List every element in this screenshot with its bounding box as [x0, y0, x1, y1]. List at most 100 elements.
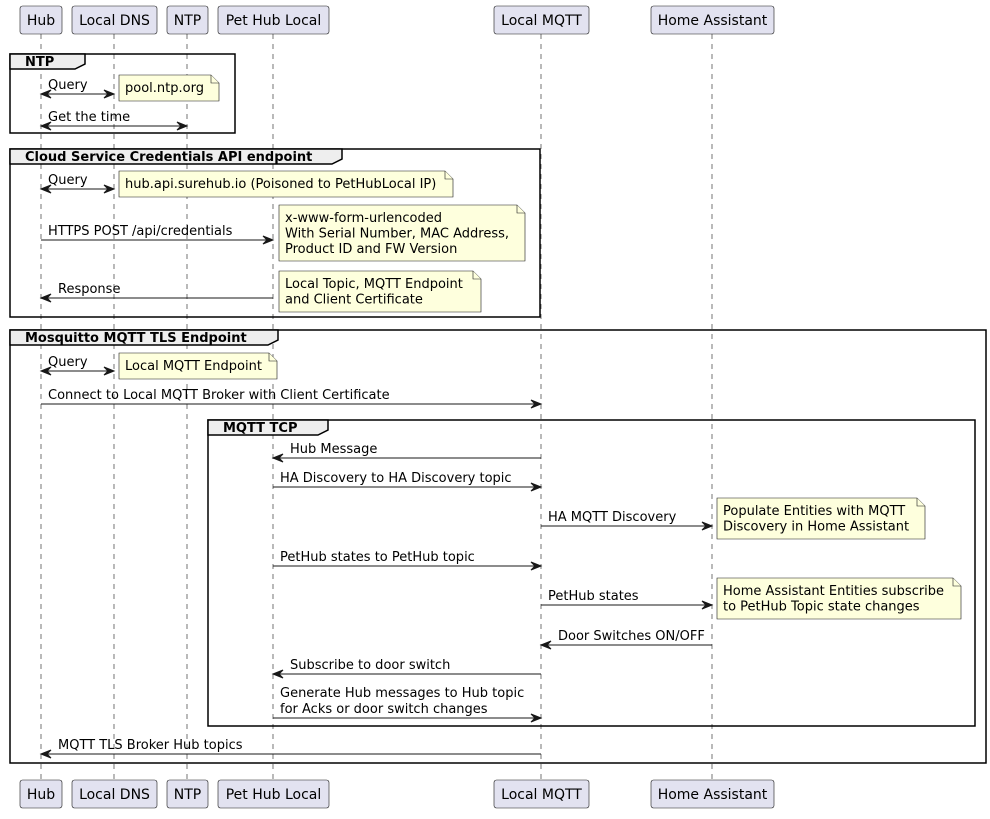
note: hub.api.surehub.io (Poisoned to PetHubLo… [118, 170, 454, 198]
note: pool.ntp.org [118, 74, 220, 102]
group-mqtt-tcp-group: MQTT TCP [207, 419, 976, 727]
message: PetHub states to PetHub topic [273, 550, 543, 571]
note-body [278, 204, 526, 262]
message: Door Switches ON/OFF [539, 629, 712, 650]
message-label: Query [48, 355, 88, 370]
note-body [118, 170, 454, 198]
participant-hub-top: Hub [19, 5, 63, 35]
note-text: pool.ntp.org [125, 81, 204, 96]
participant-box [493, 5, 590, 35]
participant-phl-bottom: Pet Hub Local [217, 779, 330, 809]
message: Response [39, 282, 273, 303]
participant-box [71, 5, 158, 35]
arrowhead [176, 121, 189, 131]
arrowhead [271, 669, 284, 679]
arrowhead [530, 713, 543, 723]
arrowhead [39, 121, 52, 131]
arrowhead [271, 453, 284, 463]
group-frame [9, 329, 987, 764]
note-fold [444, 171, 453, 180]
message: Query [39, 355, 116, 376]
message-label: Get the time [48, 110, 130, 125]
group-frame [207, 419, 976, 727]
arrowhead [39, 184, 52, 194]
participant-label: NTP [174, 787, 201, 803]
participant-label: Hub [27, 13, 55, 29]
note: Local MQTT Endpoint [118, 352, 278, 380]
group-mosquitto-group: Mosquitto MQTT TLS Endpoint [9, 329, 987, 764]
arrowhead [39, 366, 52, 376]
message: PetHub states [541, 589, 714, 610]
participant-label: Local DNS [79, 787, 150, 803]
participant-phl-top: Pet Hub Local [217, 5, 330, 35]
note-text: Home Assistant Entities subscribe [723, 584, 944, 599]
note-fold [952, 578, 961, 587]
participant-ha-top: Home Assistant [650, 5, 775, 35]
group-label: MQTT TCP [223, 421, 297, 436]
message-label: Door Switches ON/OFF [558, 629, 705, 644]
message-label: for Acks or door switch changes [280, 702, 488, 717]
note-body [118, 74, 220, 102]
arrowhead [539, 640, 552, 650]
message-label: HA MQTT Discovery [548, 510, 677, 525]
note-text: Product ID and FW Version [285, 242, 457, 257]
participant-label: NTP [174, 13, 201, 29]
note-fold [472, 271, 481, 280]
note-fold [516, 205, 525, 214]
group-cloud-group: Cloud Service Credentials API endpoint [9, 148, 541, 318]
participant-ha-bottom: Home Assistant [650, 779, 775, 809]
message-label: Hub Message [290, 442, 377, 457]
arrowhead [530, 561, 543, 571]
message-label: Query [48, 173, 88, 188]
group-tab [9, 329, 279, 346]
note-fold [916, 498, 925, 507]
arrowhead [262, 235, 275, 245]
note-body [716, 497, 926, 540]
participant-label: Local MQTT [501, 787, 582, 803]
note-text: to PetHub Topic state changes [723, 600, 920, 615]
participant-label: Local MQTT [501, 13, 582, 29]
arrowhead [39, 89, 52, 99]
message-label: PetHub states to PetHub topic [280, 550, 475, 565]
group-ntp-group: NTP [9, 53, 236, 134]
note-text: Discovery in Home Assistant [723, 520, 909, 535]
message: Get the time [39, 110, 189, 131]
note-text: Local Topic, MQTT Endpoint [285, 277, 463, 292]
arrowhead [103, 89, 116, 99]
note-text: With Serial Number, MAC Address, [285, 227, 509, 242]
message-label: Connect to Local MQTT Broker with Client… [48, 388, 390, 403]
group-label: Cloud Service Credentials API endpoint [25, 150, 312, 165]
arrowhead [103, 366, 116, 376]
arrowhead [701, 600, 714, 610]
note-body [118, 352, 278, 380]
note-text: hub.api.surehub.io (Poisoned to PetHubLo… [125, 177, 436, 192]
group-tab [9, 53, 86, 70]
participant-box [71, 779, 158, 809]
participant-box [650, 5, 775, 35]
arrowhead [530, 399, 543, 409]
participant-mqtt-bottom: Local MQTT [493, 779, 590, 809]
message: Hub Message [271, 442, 541, 463]
participant-label: Home Assistant [658, 787, 768, 803]
group-frame [9, 53, 236, 134]
message-label: Query [48, 78, 88, 93]
participant-ntp-bottom: NTP [166, 779, 209, 809]
participant-dns-top: Local DNS [71, 5, 158, 35]
participant-label: Home Assistant [658, 13, 768, 29]
arrowhead [701, 521, 714, 531]
message-label: MQTT TLS Broker Hub topics [58, 738, 243, 753]
group-label: NTP [25, 55, 54, 70]
participant-box [19, 779, 63, 809]
participant-dns-bottom: Local DNS [71, 779, 158, 809]
participant-ntp-top: NTP [166, 5, 209, 35]
participant-box [217, 5, 330, 35]
participant-box [166, 779, 209, 809]
group-tab [9, 148, 343, 165]
participant-box [19, 5, 63, 35]
